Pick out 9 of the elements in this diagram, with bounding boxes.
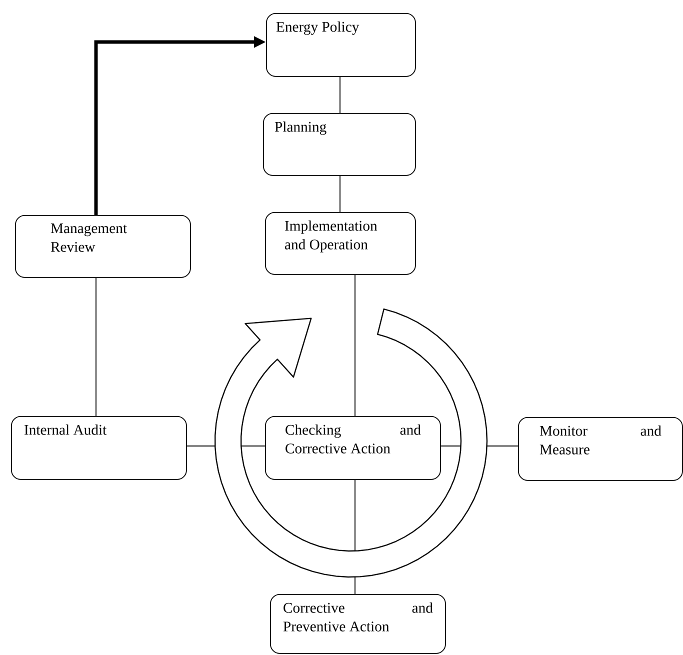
process-box: Corrective and Preventive Action [270,594,446,654]
process-box: Energy Policy [266,13,416,77]
connector-line [354,274,356,416]
process-box: Management Review [15,215,191,278]
process-box: Planning [263,113,416,176]
process-box: Implementation and Operation [265,212,416,275]
process-box: Monitor and Measure [518,417,683,481]
process-box: Internal Audit [11,416,187,480]
process-box: Checking and Corrective Action [265,416,441,480]
